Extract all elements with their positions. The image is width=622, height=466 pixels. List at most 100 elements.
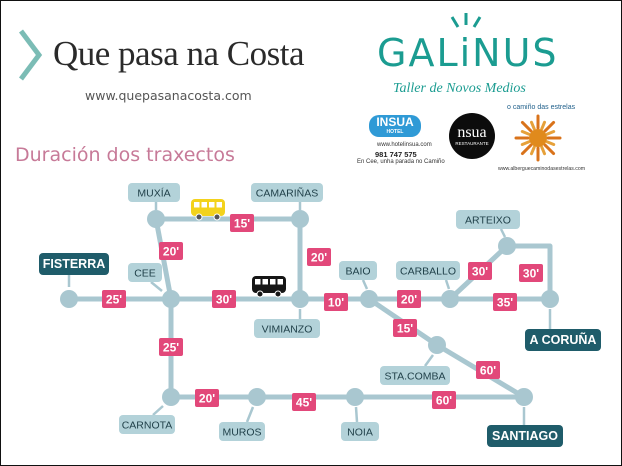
- place-label-box-carnota: [119, 415, 175, 434]
- stop-node-noia: [346, 388, 364, 406]
- qpnc-chevron-icon: [19, 29, 43, 81]
- duration-text-stacomba-santiago: 60': [480, 364, 496, 378]
- insua-logo-sub: HOTEL: [386, 129, 404, 135]
- estrelas-url: www.alberguecaminodasestrelas.com: [498, 166, 586, 172]
- label-pointer-carnota: [152, 405, 164, 416]
- label-pointer-carballo: [444, 279, 451, 290]
- place-label-box-noia: [341, 422, 379, 441]
- brand-galinus: GALiNUS: [377, 31, 559, 75]
- label-pointer-arteixo: [499, 228, 507, 238]
- stop-node-vimianzo: [291, 290, 309, 308]
- stop-node-arteixo: [498, 237, 516, 255]
- duration-badge-carballo-coruna: [493, 293, 517, 311]
- duration-text-baio-stacomba: 15': [397, 322, 413, 336]
- duration-text-fisterra-cee: 25': [106, 293, 122, 307]
- duration-text-carballo-coruna: 35': [497, 296, 513, 310]
- stop-node-fisterra: [60, 290, 78, 308]
- duration-text-muxia-camarinas: 15': [234, 217, 250, 231]
- place-name-santiago: SANTIAGO: [492, 429, 558, 443]
- insua-tagline: En Cee, unha parada no Camiño: [357, 159, 445, 165]
- place-name-muxia: MUXÍA: [137, 187, 170, 200]
- stop-node-santiago: [515, 388, 533, 406]
- nsua-logo-text: nsua: [457, 124, 487, 141]
- stop-node-coruna: [541, 290, 559, 308]
- insua-logo-text: INSUA: [376, 115, 414, 129]
- duration-badge-baio-stacomba: [393, 319, 417, 337]
- black-bus-icon: [252, 276, 286, 298]
- place-label-box-stacomba: [380, 366, 450, 385]
- duration-badge-muros-noia: [292, 393, 316, 411]
- stop-node-stacomba: [428, 336, 446, 354]
- stop-node-cee: [162, 290, 180, 308]
- estrelas-name: o camiño das estrelas: [507, 104, 576, 111]
- place-name-carnota: CARNOTA: [122, 420, 173, 432]
- duration-badge-carballo-arteixo: [468, 262, 492, 280]
- place-name-camarinas: CAMARIÑAS: [256, 187, 318, 200]
- duration-badge-arteixo-coruna: [519, 264, 543, 282]
- label-pointer-baio: [361, 279, 369, 290]
- place-label-box-vimianzo: [254, 319, 320, 338]
- duration-badge-camarinas-vimianzo: [307, 248, 331, 266]
- place-label-box-baio: [339, 261, 377, 280]
- duration-badge-noia-santiago: [432, 391, 456, 409]
- stop-node-muxia: [147, 210, 165, 228]
- place-label-box-santiago: [487, 425, 563, 447]
- duration-text-camarinas-vimianzo: 20': [311, 251, 327, 265]
- yellow-bus-icon: [191, 199, 225, 221]
- galinus-rays-icon: [450, 13, 482, 28]
- duration-text-muxia-cee: 20': [163, 245, 179, 259]
- stop-node-baio: [360, 290, 378, 308]
- diagram-title: Duración dos traxectos: [15, 144, 235, 166]
- duration-badge-baio-carballo: [397, 290, 421, 308]
- label-pointer-noia: [354, 406, 359, 423]
- duration-text-noia-santiago: 60': [436, 394, 452, 408]
- place-name-noia: NOIA: [347, 427, 373, 439]
- nsua-restaurant-logo: nsua RESTAURANTE: [449, 113, 495, 159]
- label-pointer-cee: [150, 281, 163, 292]
- place-label-box-carballo: [396, 261, 460, 280]
- insua-phone: 981 747 575: [375, 150, 417, 159]
- nsua-logo-sub: RESTAURANTE: [455, 141, 489, 146]
- place-label-box-camarinas: [251, 183, 323, 202]
- place-name-coruna: A CORUÑA: [530, 332, 597, 347]
- duration-badge-fisterra-cee: [102, 290, 126, 308]
- duration-text-arteixo-coruna: 30': [523, 267, 539, 281]
- duration-badge-muxia-camarinas: [230, 214, 254, 232]
- duration-text-baio-carballo: 20': [401, 293, 417, 307]
- duration-badge-cee-vimianzo: [212, 290, 236, 308]
- stop-node-carnota: [162, 388, 180, 406]
- place-label-box-cee: [128, 263, 162, 282]
- estrelas-star-icon: [514, 114, 562, 162]
- duration-badge-carnota-muros: [195, 389, 219, 407]
- duration-text-cee-carnota: 25': [163, 341, 179, 355]
- label-pointer-muros: [245, 406, 255, 423]
- logo-url: www.quepasanacosta.com: [85, 88, 252, 103]
- place-label-box-coruna: [525, 329, 601, 351]
- place-name-carballo: CARBALLO: [400, 266, 456, 278]
- stop-node-camarinas: [291, 210, 309, 228]
- place-name-cee: CEE: [134, 268, 156, 280]
- duration-badge-cee-carnota: [159, 338, 183, 356]
- place-label-box-muros: [219, 422, 265, 441]
- insua-url: www.hotelinsua.com: [377, 142, 432, 148]
- label-pointer-stacomba: [423, 354, 435, 367]
- insua-logo: INSUA HOTEL: [369, 115, 421, 137]
- place-label-box-fisterra: [39, 253, 109, 275]
- duration-badge-muxia-cee: [159, 242, 183, 260]
- duration-text-cee-vimianzo: 30': [216, 293, 232, 307]
- duration-text-carballo-arteixo: 30': [472, 265, 488, 279]
- place-name-baio: BAIO: [345, 266, 370, 278]
- place-name-fisterra: FISTERRA: [43, 257, 106, 271]
- place-label-box-muxia: [128, 183, 180, 202]
- logo-que-pasa-na-costa: Que pasa na Costa: [53, 34, 305, 73]
- brand-subtitle: Taller de Novos Medios: [393, 81, 526, 96]
- duration-text-muros-noia: 45': [296, 396, 312, 410]
- stop-node-muros: [248, 388, 266, 406]
- place-name-stacomba: STA.COMBA: [384, 371, 445, 383]
- duration-text-vimianzo-baio: 10': [328, 296, 344, 310]
- duration-badge-stacomba-santiago: [476, 361, 500, 379]
- route-line-arteixo-coruna: [504, 243, 553, 302]
- place-name-arteixo: ARTEIXO: [465, 215, 511, 227]
